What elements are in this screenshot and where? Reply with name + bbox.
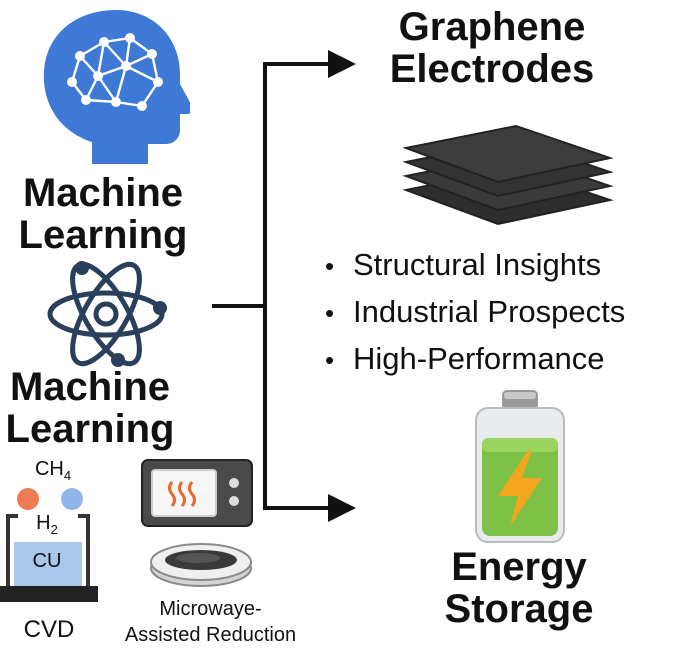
list-item: •Industrial Prospects <box>325 294 626 329</box>
brain-head-icon <box>30 4 190 169</box>
benefits-list: •Structural Insights •Industrial Prospec… <box>325 242 625 383</box>
bullet-industrial-prospects: Industrial Prospects <box>353 294 626 329</box>
machine-learning-line2: Learning <box>18 213 188 257</box>
battery-lightning-icon <box>470 388 570 548</box>
petri-dish-icon <box>146 534 256 590</box>
energy-line2: Storage <box>444 587 594 631</box>
cvd-apparatus <box>0 450 110 606</box>
list-item: •High-Performance <box>325 341 605 376</box>
energy-line1: Energy <box>451 545 587 589</box>
energy-storage-label: Energy Storage <box>404 546 634 630</box>
bullet-structural-insights: Structural Insights <box>353 247 602 282</box>
cu-label: CU <box>32 550 62 572</box>
ch4-text: CH <box>34 458 64 480</box>
h2-label: H2 <box>24 512 70 537</box>
machine-learning-mid-line1: Machine <box>9 365 171 409</box>
ch4-subscript: 4 <box>63 468 72 483</box>
h2-subscript: 2 <box>50 522 58 537</box>
machine-learning-label-top: Machine Learning <box>8 172 198 256</box>
machine-learning-mid-line2: Learning <box>5 407 175 451</box>
bullet-high-performance: High-Performance <box>353 341 605 376</box>
cvd-label: CVD <box>23 616 75 643</box>
machine-learning-label-mid: Machine Learning <box>0 366 180 450</box>
microwave-label: Microwaye- Assisted Reduction <box>118 596 303 648</box>
list-item: •Structural Insights <box>325 247 602 282</box>
microwave-label-line1: Microwaye- <box>159 598 262 620</box>
graphene-line1: Graphene <box>398 5 586 49</box>
h2-text: H <box>36 512 51 534</box>
graphene-line2: Electrodes <box>389 47 595 91</box>
ch4-label: CH4 <box>28 458 78 483</box>
atom-icon <box>44 256 168 372</box>
graphene-layers-icon <box>398 116 618 236</box>
graphene-electrodes-label: Graphene Electrodes <box>372 6 612 90</box>
machine-learning-line1: Machine <box>22 171 184 215</box>
microwave-label-line2: Assisted Reduction <box>124 624 297 646</box>
microwave-icon <box>138 456 258 532</box>
